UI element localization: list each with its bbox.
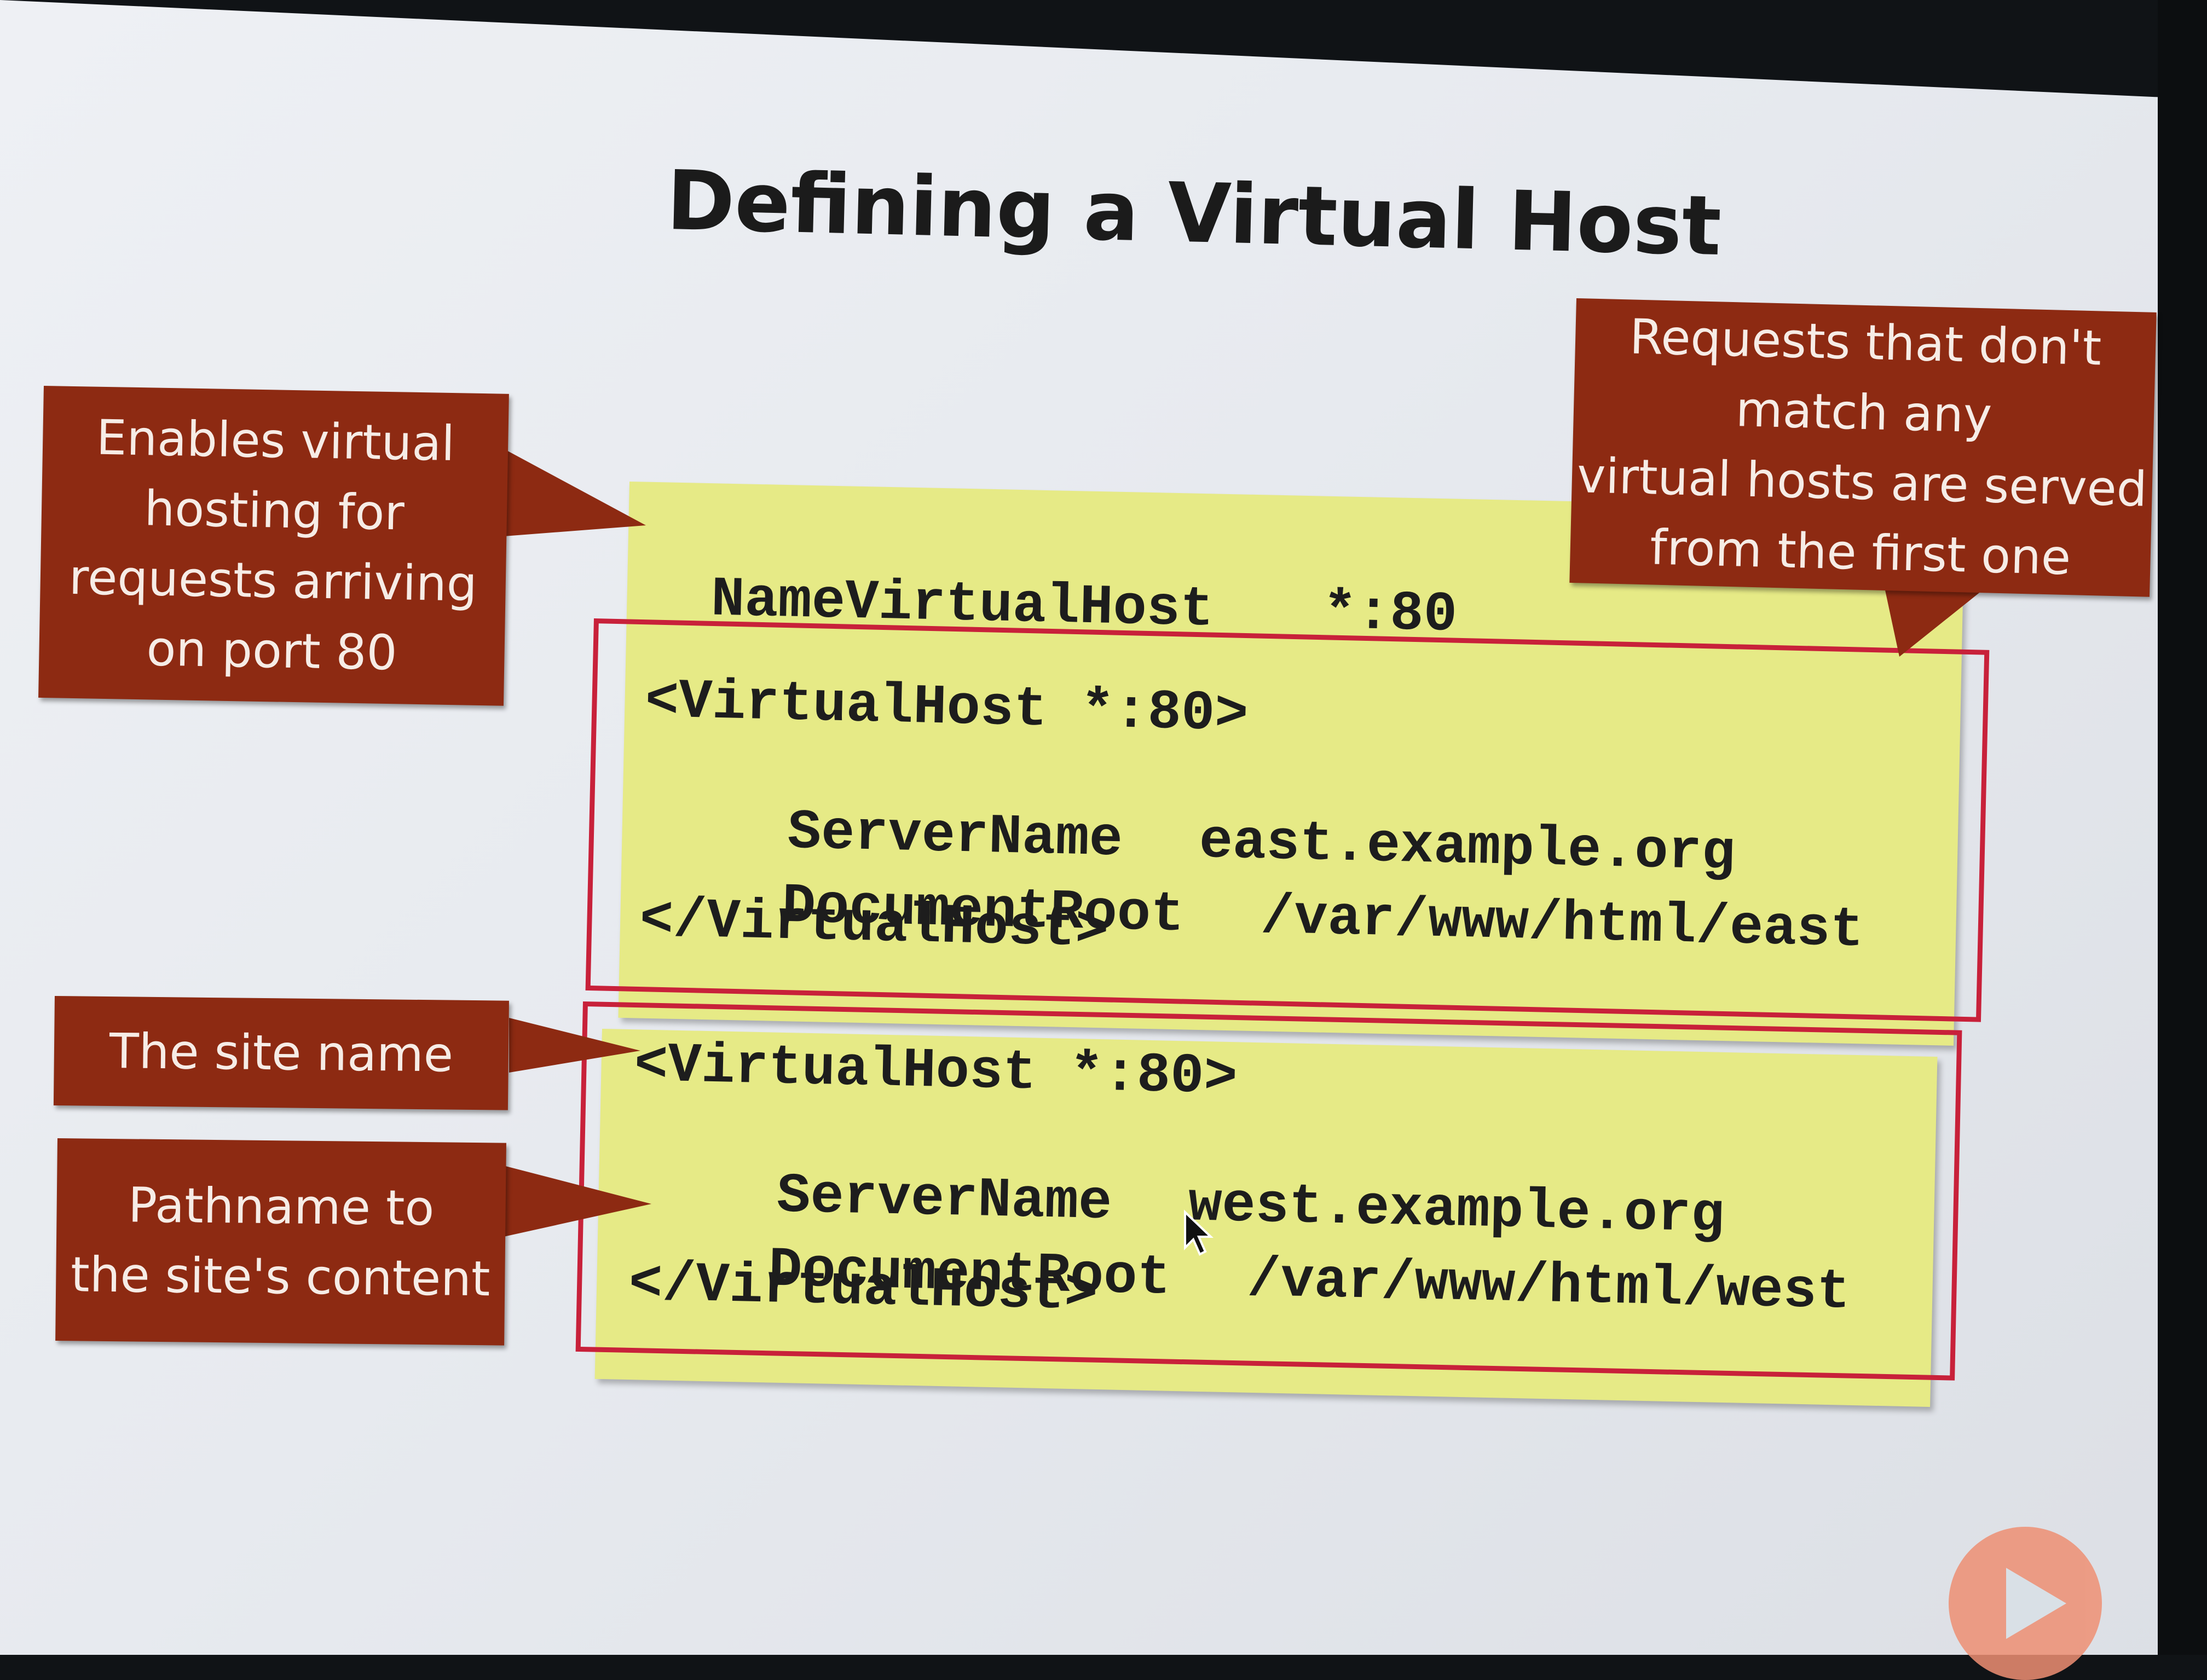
callout-site-name-text: The site name [109, 1023, 454, 1083]
tail-site-name [509, 1018, 640, 1073]
monitor-bezel [2158, 0, 2207, 1655]
tail-requests [1883, 580, 1981, 657]
tail-pathname [504, 1166, 651, 1237]
callout-enables-text: Enables virtual hosting for requests arr… [68, 409, 478, 681]
mouse-cursor-icon [1184, 1209, 1214, 1256]
callout-pathname: Pathname to the site's content [55, 1138, 506, 1346]
tail-enables [504, 449, 646, 536]
play-icon[interactable] [1949, 1527, 2102, 1680]
callout-requests-default-host: Requests that don't match any virtual ho… [1569, 298, 2157, 597]
callout-enables-virtual-hosting: Enables virtual hosting for requests arr… [38, 386, 509, 706]
callout-pathname-text: Pathname to the site's content [70, 1177, 491, 1307]
callout-requests-text: Requests that don't match any virtual ho… [1576, 308, 2148, 586]
callout-site-name: The site name [53, 996, 509, 1110]
